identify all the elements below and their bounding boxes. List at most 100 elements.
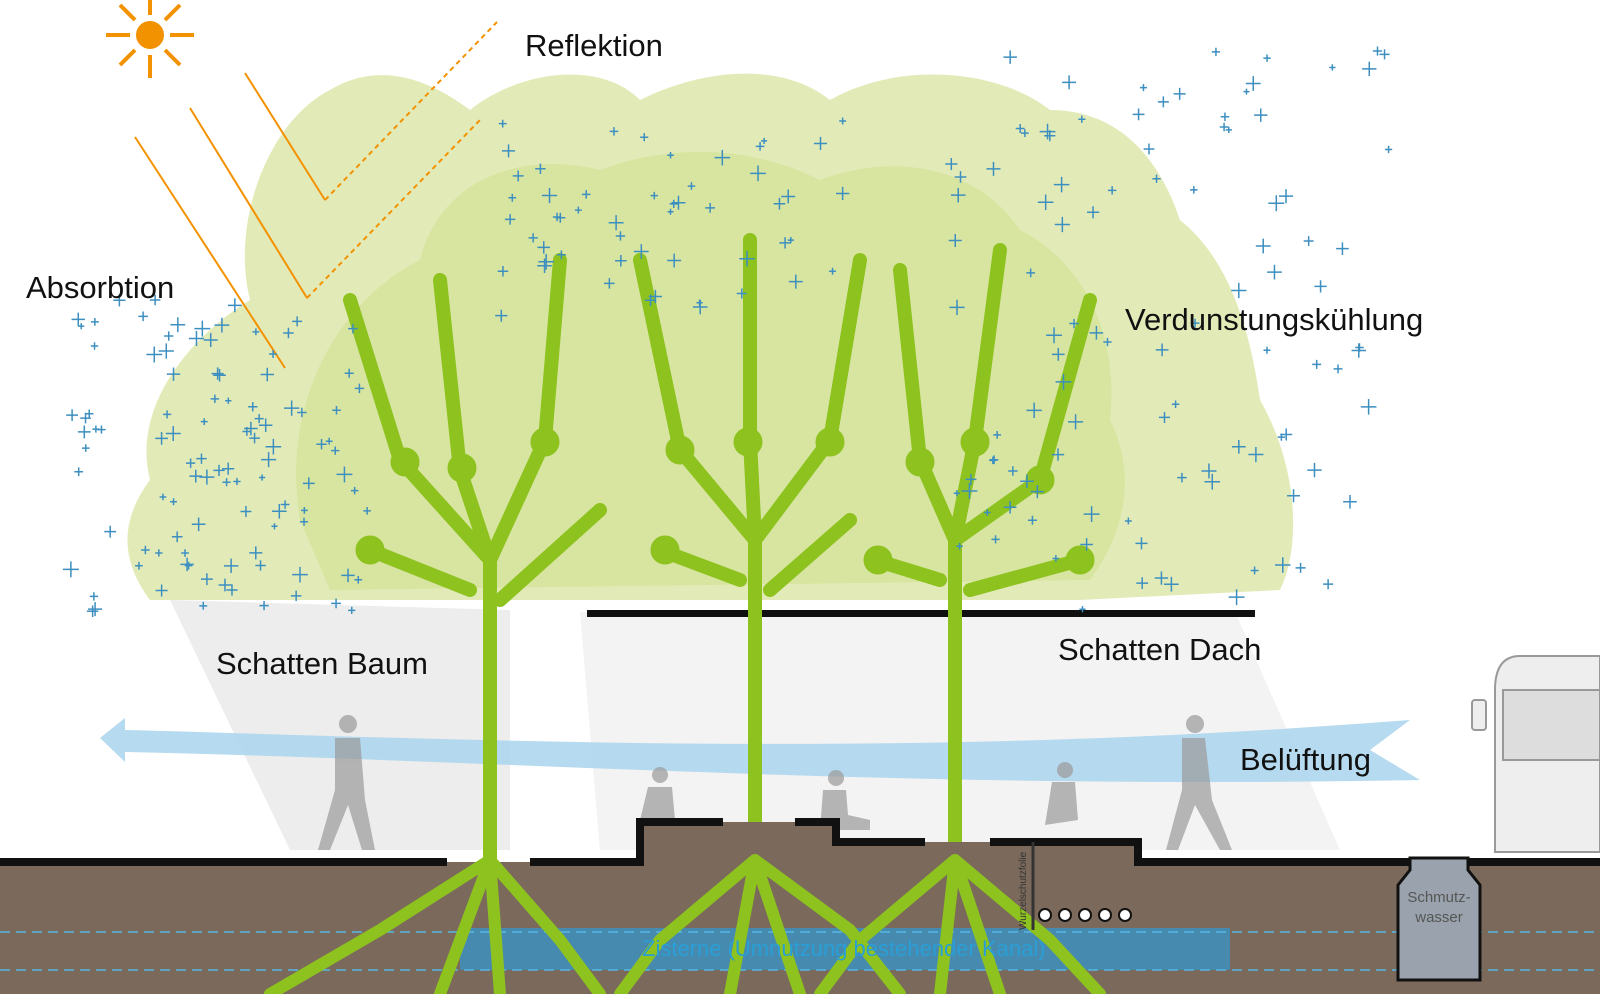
plus-mark — [1243, 88, 1250, 95]
plus-mark — [1287, 489, 1300, 503]
plus-mark — [502, 144, 516, 158]
plus-mark — [269, 349, 278, 358]
plus-mark — [1384, 145, 1393, 154]
ground-line — [0, 818, 1600, 866]
plus-mark — [222, 462, 235, 475]
plus-mark — [159, 493, 167, 501]
plus-mark — [1274, 557, 1291, 573]
plus-mark — [1171, 400, 1180, 408]
plus-mark — [180, 557, 194, 572]
roof — [587, 610, 1255, 617]
plus-mark — [89, 592, 99, 601]
plus-mark — [199, 601, 208, 610]
inner-canopy — [296, 151, 1125, 590]
plus-mark — [218, 578, 232, 592]
plus-mark — [1307, 462, 1322, 478]
plus-mark — [292, 316, 303, 327]
sun-rays — [134, 21, 498, 369]
plus-mark — [265, 438, 282, 455]
plus-mark — [574, 206, 582, 214]
plus-mark — [1263, 346, 1271, 354]
plus-mark — [210, 394, 220, 404]
plus-mark — [252, 328, 260, 336]
plus-mark — [1083, 506, 1100, 522]
trees — [343, 233, 1097, 867]
plus-mark — [77, 425, 91, 439]
plus-mark — [537, 258, 552, 273]
plus-mark — [163, 410, 172, 419]
plus-mark — [839, 117, 847, 125]
plus-mark — [97, 425, 106, 434]
plus-mark — [363, 507, 371, 515]
plus-mark — [348, 606, 356, 614]
plus-mark — [1103, 337, 1112, 347]
plus-mark — [213, 368, 226, 382]
plus-mark — [300, 517, 309, 526]
plus-mark — [1263, 54, 1271, 62]
plus-mark — [189, 469, 203, 483]
plus-mark — [240, 506, 252, 517]
label-ventilation: Belüftung — [1240, 742, 1371, 777]
plus-mark — [781, 189, 796, 204]
plus-mark — [104, 525, 117, 538]
plus-mark — [949, 299, 965, 316]
plus-mark — [986, 161, 1001, 176]
plus-mark — [300, 506, 308, 514]
plus-mark — [1069, 318, 1079, 329]
plus-mark — [991, 535, 1000, 544]
plus-mark — [1027, 515, 1037, 525]
plus-mark — [1295, 562, 1306, 573]
plus-mark — [227, 298, 242, 313]
plus-mark — [714, 149, 731, 166]
plus-mark — [1231, 282, 1247, 299]
plus-mark — [1351, 343, 1367, 358]
plus-mark — [604, 278, 615, 289]
plus-mark — [1003, 500, 1017, 514]
plus-mark — [188, 330, 204, 346]
plus-mark — [1362, 61, 1377, 77]
plus-mark — [1020, 474, 1034, 489]
plus-mark — [1255, 238, 1271, 254]
label-evaporative-cooling: Verdunstungskühlung — [1125, 302, 1424, 337]
plus-mark — [1051, 448, 1065, 461]
plus-mark — [1143, 143, 1155, 155]
plus-mark — [739, 250, 755, 267]
plus-mark — [141, 545, 150, 555]
plus-mark — [1021, 129, 1029, 137]
plus-mark — [671, 195, 686, 210]
plus-mark — [155, 584, 168, 597]
roots — [264, 854, 1106, 994]
plus-mark — [1248, 446, 1264, 463]
plus-mark — [755, 142, 765, 151]
plus-mark — [80, 412, 91, 424]
plus-mark — [705, 203, 716, 213]
plus-mark — [297, 407, 307, 418]
plus-mark — [1079, 606, 1086, 613]
label-reflection: Reflektion — [525, 28, 663, 63]
pipes — [1038, 908, 1132, 922]
plus-mark — [1333, 364, 1343, 374]
plus-mark — [1268, 195, 1285, 212]
plus-mark — [1078, 115, 1086, 123]
plus-mark — [495, 309, 508, 322]
label-tree-shade: Schatten Baum — [216, 646, 428, 681]
plus-mark — [1086, 206, 1100, 219]
plus-mark — [1323, 579, 1334, 590]
plus-mark — [1139, 84, 1147, 92]
plus-mark — [164, 331, 174, 341]
plus-mark — [1003, 50, 1017, 64]
plus-mark — [1132, 108, 1145, 121]
plus-mark — [1250, 566, 1259, 575]
plus-mark — [1135, 537, 1148, 550]
plus-mark — [1039, 123, 1056, 140]
plus-mark — [146, 346, 163, 363]
plus-mark — [954, 171, 967, 183]
plus-mark — [88, 602, 103, 617]
plus-mark — [199, 469, 215, 485]
plus-mark — [113, 294, 126, 307]
plus-mark — [225, 397, 232, 404]
plus-mark — [1052, 555, 1060, 562]
plus-mark — [650, 191, 659, 200]
plus-mark — [961, 482, 978, 499]
plus-mark — [633, 244, 649, 259]
